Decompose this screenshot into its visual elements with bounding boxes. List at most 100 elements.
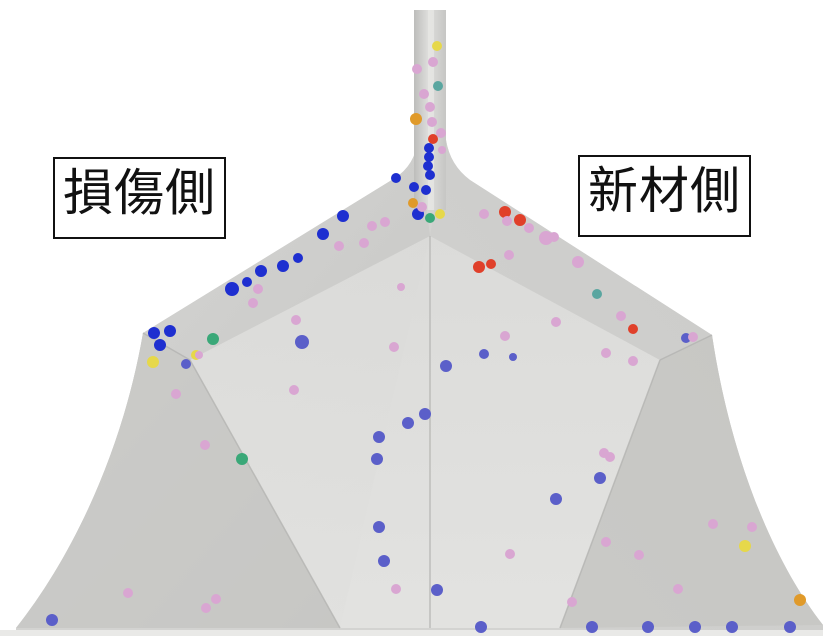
particle [689,621,701,633]
particle [424,152,434,162]
particle [438,146,446,154]
left-lower-shade [16,333,340,628]
particle [673,584,683,594]
particle [567,597,577,607]
particle [408,198,418,208]
particle [419,89,429,99]
particles [46,41,806,633]
particle [402,417,414,429]
particle [524,223,534,233]
particle [389,342,399,352]
particle [747,522,757,532]
particle [514,214,526,226]
particle [373,431,385,443]
particle [642,621,654,633]
particle [601,537,611,547]
particle [435,209,445,219]
particle [201,603,211,613]
particle [594,472,606,484]
particle [295,335,309,349]
right-lower-shade [560,335,823,628]
particle [164,325,176,337]
particle [475,621,487,633]
particle [509,353,517,361]
particle [391,173,401,183]
particle [123,588,133,598]
particle [592,289,602,299]
particle [291,315,301,325]
particle [225,282,239,296]
particle [423,161,433,171]
particle [425,102,435,112]
particle [473,261,485,273]
particle [539,231,553,245]
particle [486,259,496,269]
particle [549,232,559,242]
particle [46,614,58,626]
particle [207,333,219,345]
particle [317,228,329,240]
particle [428,134,438,144]
particle [242,277,252,287]
particle [551,317,561,327]
particle [499,206,511,218]
particle [195,351,203,359]
particle [417,202,427,212]
particle [440,360,452,372]
particle [410,113,422,125]
particle [479,209,489,219]
particle [337,210,349,222]
particle [371,453,383,465]
particle [504,250,514,260]
particle [200,440,210,450]
particle [794,594,806,606]
particle [412,64,422,74]
particle [688,332,698,342]
particle [428,57,438,67]
particle [433,81,443,91]
particle [572,256,584,268]
particle [726,621,738,633]
particle [427,117,437,127]
particle [409,182,419,192]
particle [289,385,299,395]
particle [181,359,191,369]
particle [628,324,638,334]
particle [634,550,644,560]
particle [586,621,598,633]
particle [248,298,258,308]
particle [397,283,405,291]
base-plate [0,630,823,636]
particle [421,185,431,195]
particle [255,265,267,277]
particle [431,584,443,596]
particle [391,584,401,594]
particle [293,253,303,263]
particle [419,408,431,420]
particle [334,241,344,251]
particle [147,356,159,368]
particle [253,284,263,294]
new-material-side-label: 新材側 [578,155,751,237]
particle [211,594,221,604]
particle [784,621,796,633]
particle [359,238,369,248]
particle [616,311,626,321]
particle [628,356,638,366]
particle [378,555,390,567]
particle [148,327,160,339]
particle [500,331,510,341]
particle [425,213,435,223]
center-face [190,236,660,628]
particle [236,453,248,465]
particle [739,540,751,552]
particle [479,349,489,359]
particle [605,452,615,462]
particle [277,260,289,272]
particle [367,221,377,231]
particle [601,348,611,358]
particle [171,389,181,399]
particle [505,549,515,559]
particle [432,41,442,51]
particle [708,519,718,529]
